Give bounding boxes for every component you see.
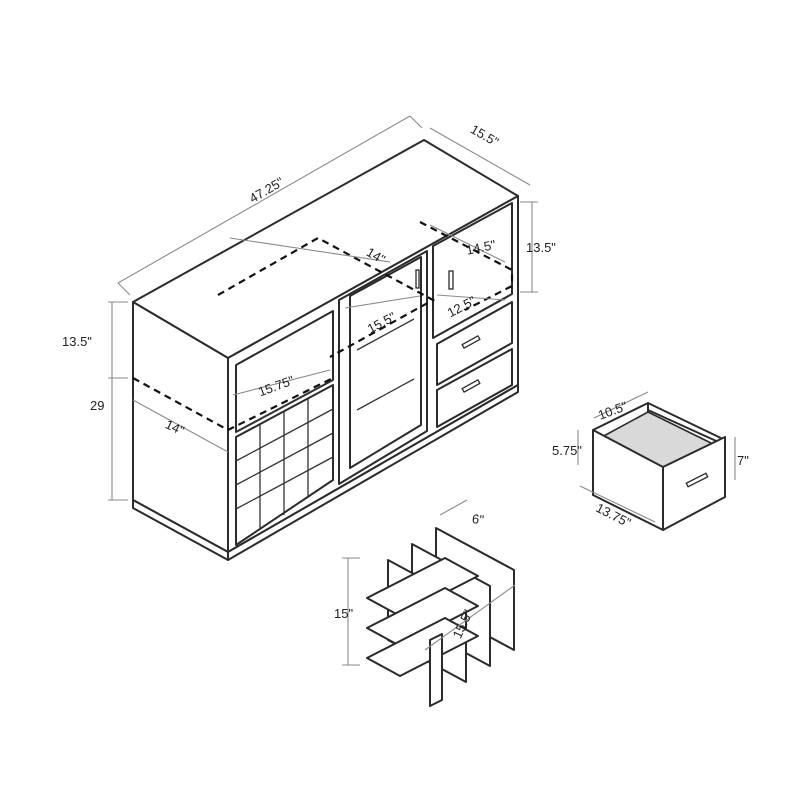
cabinet-plinth-front [227,384,519,561]
glass-door-handle[interactable] [415,269,420,289]
label-overall-height: 29 [90,398,104,413]
label-upper-height-right: 13.5" [526,240,556,255]
wine-rack-grid [235,398,334,530]
rack-shelf-bottom [366,617,479,677]
main-cabinet [132,139,519,561]
drawer-2-handle[interactable] [461,379,481,393]
label-rack-cell-width: 6" [471,511,485,528]
hidden-top-shelf-outline [217,236,436,358]
rack-vertical-lower [429,633,443,707]
glass-door-pane [349,256,422,469]
label-upper-height-left: 13.5" [62,334,92,349]
rack-shelf-top [366,557,479,617]
label-drawer-height-inner: 5.75" [552,443,582,458]
wine-rack-detail [366,527,515,707]
center-shelf-2 [356,378,415,411]
drawer-detail-dimensions [577,391,736,523]
rack-shelf-mid [366,587,479,647]
center-shelf-1 [356,318,415,351]
label-drawer-height-front: 7" [737,453,749,468]
main-cabinet-dimensions [108,115,538,501]
hidden-lower-shelf-outline [132,377,334,432]
upper-door-handle[interactable] [448,270,454,290]
open-shelf-board [235,379,334,433]
hidden-door-shelf-outline [419,221,514,311]
drawer-detail [592,402,726,531]
label-lower-shelf-depth: 14" [163,417,187,439]
drawer-2[interactable] [436,348,513,428]
drawer-1[interactable] [436,301,513,386]
drawer-detail-handle[interactable] [685,472,709,488]
drawer-1-handle[interactable] [461,335,481,349]
label-rack-height: 15" [334,606,353,621]
label-door-compartment-width: 14.5" [465,237,498,258]
label-overall-width: 47.25" [247,174,287,206]
label-overall-depth: 15.5" [468,121,502,149]
wine-rack-dimensions [342,499,516,666]
